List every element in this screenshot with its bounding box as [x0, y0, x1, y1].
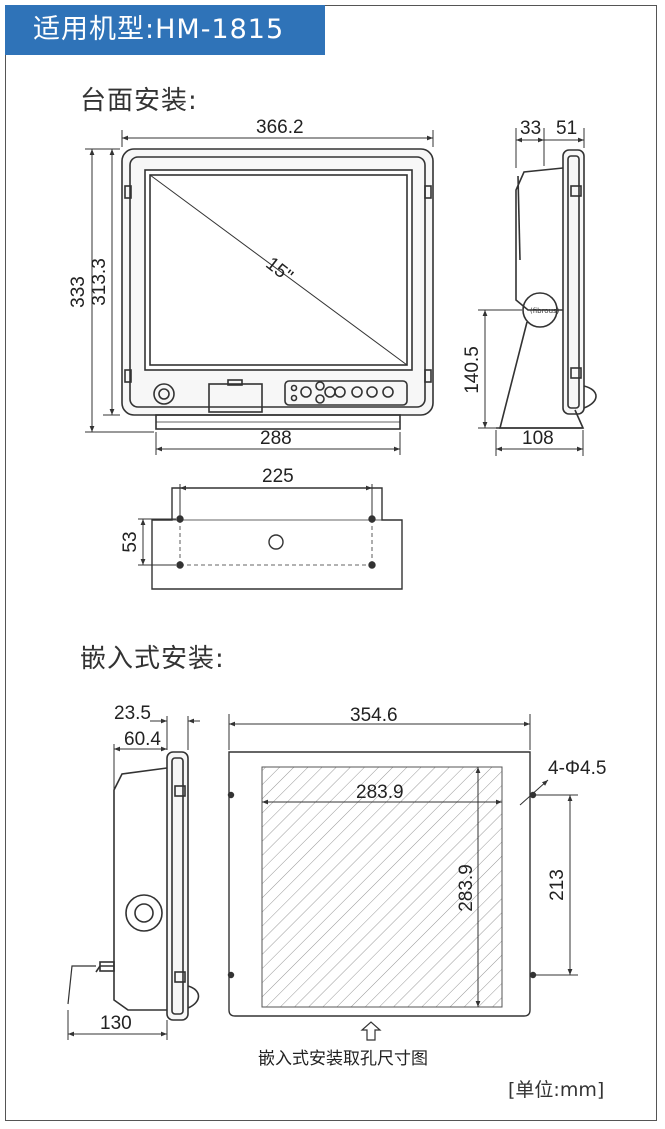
cutout-inner-height-label: 283.9 [456, 864, 477, 912]
mount-holes-label: 4-Φ4.5 [548, 758, 606, 779]
desktop-section-title: 台面安装: [80, 86, 198, 116]
front-view-monitor [121, 148, 434, 430]
unit-label: [单位:mm] [508, 1079, 605, 1101]
side-view-monitor: (fibrous) [496, 149, 597, 429]
base-plate-dimensions [138, 484, 373, 566]
embedded-side-view [67, 751, 200, 1021]
cutout-inner-width-label: 283.9 [356, 782, 404, 803]
rear-knob-icon [125, 894, 163, 932]
model-title: 适用机型:HM-1815 [5, 5, 325, 55]
front-width-label: 366.2 [256, 117, 304, 138]
front-height-outer-label: 333 [68, 276, 89, 308]
embedded-side-dimensions [67, 716, 200, 1040]
base-depth-label-53: 53 [120, 531, 141, 552]
diagram-frame [5, 5, 657, 1121]
front-height-inner-label: 313.3 [89, 258, 110, 306]
knob-icon [153, 383, 175, 405]
cutout-hole-spacing-label: 213 [547, 869, 568, 901]
embed-depth-a-label: 23.5 [114, 703, 151, 724]
button-panel [284, 380, 408, 406]
base-plate [151, 487, 403, 590]
embedded-section-title: 嵌入式安装: [80, 644, 225, 674]
cutout-view [227, 751, 537, 1017]
embed-depth-b-label: 60.4 [124, 729, 161, 750]
side-depth-b-label: 51 [556, 118, 577, 139]
cutout-caption: 嵌入式安装取孔尺寸图 [258, 1049, 428, 1069]
pivot-height-label: 140.5 [462, 346, 483, 394]
side-dimensions [478, 128, 585, 456]
base-depth-label: 108 [522, 428, 554, 449]
cutout-dimensions [228, 714, 578, 1007]
cutout-width-label: 354.6 [350, 705, 398, 726]
embed-bottom-label: 130 [100, 1013, 132, 1034]
base-width-label: 288 [260, 428, 292, 449]
up-arrow-icon [360, 1021, 382, 1041]
base-hole-spacing-label: 225 [262, 466, 294, 487]
side-depth-a-label: 33 [520, 118, 541, 139]
pivot-icon [522, 292, 558, 328]
front-dimensions [85, 130, 434, 455]
svg-text:(fibrous): (fibrous) [530, 307, 560, 315]
